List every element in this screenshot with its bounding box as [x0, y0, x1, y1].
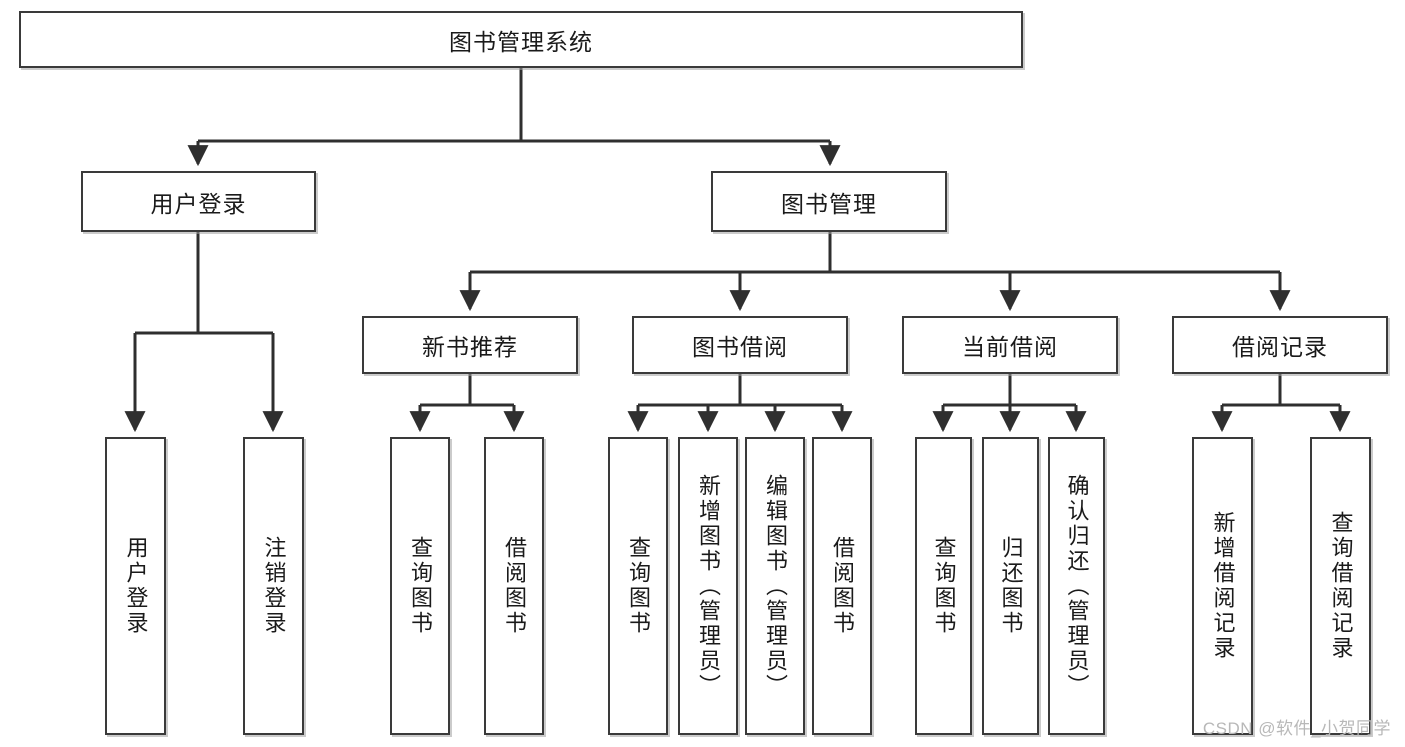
leaf-edit-book[interactable]: 编辑图书（管理员）	[745, 437, 805, 735]
node-root[interactable]: 图书管理系统	[19, 11, 1023, 68]
leaf-query-book-2[interactable]: 查询图书	[608, 437, 668, 735]
leaf-query-book-3[interactable]: 查询图书	[915, 437, 972, 735]
leaf-query-record[interactable]: 查询借阅记录	[1310, 437, 1371, 735]
node-current-borrow[interactable]: 当前借阅	[902, 316, 1118, 374]
node-borrow-record[interactable]: 借阅记录	[1172, 316, 1388, 374]
leaf-query-book-1[interactable]: 查询图书	[390, 437, 450, 735]
leaf-add-book[interactable]: 新增图书（管理员）	[678, 437, 738, 735]
leaf-edit-book-label: 编辑图书（管理员）	[763, 473, 788, 699]
node-book-manage[interactable]: 图书管理	[711, 171, 947, 232]
leaf-add-book-label: 新增图书（管理员）	[696, 473, 721, 699]
node-current-borrow-label: 当前借阅	[962, 334, 1058, 360]
node-user-login-label: 用户登录	[150, 190, 247, 217]
leaf-confirm-return-label: 确认归还（管理员）	[1064, 473, 1090, 699]
node-borrow-record-label: 借阅记录	[1232, 334, 1328, 360]
leaf-confirm-return[interactable]: 确认归还（管理员）	[1048, 437, 1105, 735]
leaf-borrow-book-2[interactable]: 借阅图书	[812, 437, 872, 735]
node-new-book-recommend-label: 新书推荐	[422, 334, 518, 360]
leaf-return-book-label: 归还图书	[998, 536, 1024, 636]
node-user-login[interactable]: 用户登录	[81, 171, 316, 232]
leaf-borrow-book-2-label: 借阅图书	[830, 536, 855, 636]
leaf-user-login-label: 用户登录	[123, 536, 149, 636]
leaf-user-logout-label: 注销登录	[261, 536, 287, 636]
leaf-query-book-3-label: 查询图书	[931, 536, 957, 636]
leaf-user-logout[interactable]: 注销登录	[243, 437, 304, 735]
leaf-return-book[interactable]: 归还图书	[982, 437, 1039, 735]
node-book-borrow[interactable]: 图书借阅	[632, 316, 848, 374]
watermark: CSDN @软件_小贺同学	[1202, 719, 1391, 738]
leaf-borrow-book-1[interactable]: 借阅图书	[484, 437, 544, 735]
leaf-query-book-1-label: 查询图书	[408, 536, 433, 636]
leaf-add-record-label: 新增借阅记录	[1210, 511, 1236, 661]
leaf-user-login[interactable]: 用户登录	[105, 437, 166, 735]
node-book-manage-label: 图书管理	[781, 190, 877, 217]
leaf-query-book-2-label: 查询图书	[626, 536, 651, 636]
node-book-borrow-label: 图书借阅	[692, 334, 788, 360]
leaf-add-record[interactable]: 新增借阅记录	[1192, 437, 1253, 735]
node-root-label: 图书管理系统	[449, 28, 593, 55]
leaf-query-record-label: 查询借阅记录	[1328, 511, 1354, 661]
node-new-book-recommend[interactable]: 新书推荐	[362, 316, 578, 374]
leaf-borrow-book-1-label: 借阅图书	[502, 536, 527, 636]
